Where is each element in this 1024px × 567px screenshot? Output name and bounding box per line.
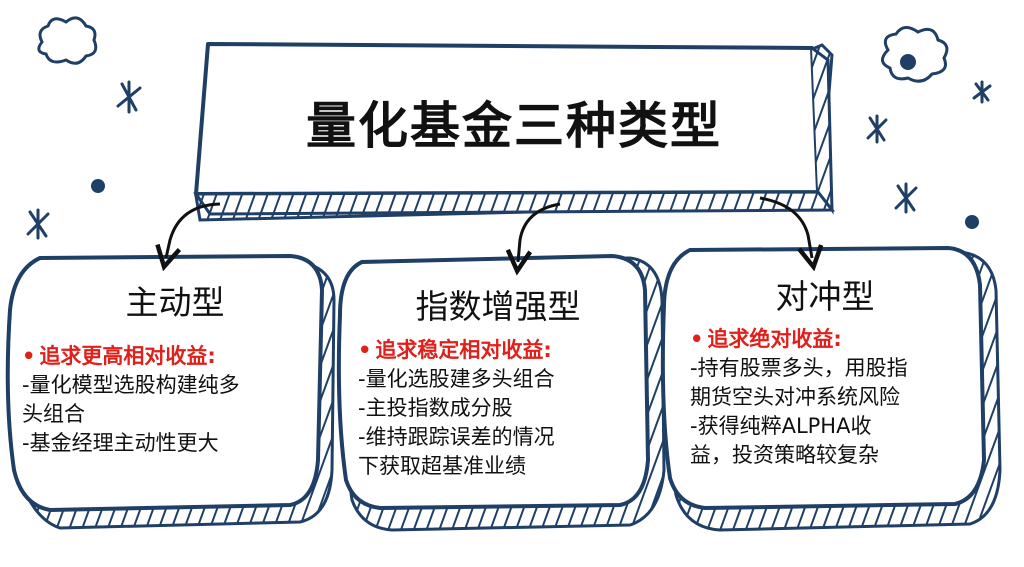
- box-1-line: -基金经理主动性更大: [22, 431, 219, 455]
- bullet-icon: •: [22, 344, 36, 368]
- box-2-line: -量化选股建多头组合: [358, 367, 555, 391]
- box-2-body: •追求稳定相对收益: -量化选股建多头组合 -主投指数成分股 -维持跟踪误差的情…: [358, 336, 633, 481]
- cloud-icon: [881, 26, 949, 83]
- box-1-heading: •追求更高相对收益:: [22, 344, 216, 368]
- star-icon: [894, 182, 918, 214]
- dot-icon: [965, 215, 979, 229]
- box-3-line: 期货空头对冲系统风险: [690, 385, 900, 409]
- title-block: [193, 42, 836, 222]
- box-2-title: 指数增强型: [415, 287, 581, 326]
- star-icon: [866, 114, 888, 144]
- arrow-icon: [759, 196, 812, 258]
- box-3-frame: [660, 245, 1002, 532]
- box-3-line: 益，投资策略较复杂: [690, 443, 879, 467]
- box-2-heading: •追求稳定相对收益:: [358, 338, 552, 362]
- box-2-line: -主投指数成分股: [358, 396, 513, 420]
- box-2-frame: [336, 253, 666, 532]
- box-1-body: •追求更高相对收益: -量化模型选股构建纯多 头组合 -基金经理主动性更大: [22, 342, 320, 458]
- star-icon: [116, 80, 142, 114]
- diagram-title: 量化基金三种类型: [306, 97, 722, 155]
- box-1-line: 头组合: [22, 402, 85, 426]
- star-icon: [26, 208, 50, 240]
- box-2-line: 下获取超基准业绩: [358, 454, 526, 478]
- arrow-icon: [518, 202, 561, 262]
- box-3-title: 对冲型: [775, 277, 875, 316]
- dot-icon: [900, 54, 916, 70]
- arrow-icon: [166, 202, 221, 258]
- box-3-line: -获得纯粹ALPHA收: [690, 414, 872, 438]
- star-icon: [972, 80, 992, 104]
- box-2-line: -维持跟踪误差的情况: [358, 425, 555, 449]
- cloud-icon: [37, 16, 98, 65]
- dot-icon: [91, 179, 105, 193]
- box-3-line: -持有股票多头，用股指: [690, 356, 908, 380]
- box-3-heading: •追求绝对收益:: [690, 327, 842, 351]
- box-1-line: -量化模型选股构建纯多: [22, 373, 240, 397]
- bullet-icon: •: [358, 338, 372, 362]
- box-1-frame: [5, 253, 336, 530]
- bullet-icon: •: [690, 327, 704, 351]
- box-3-body: •追求绝对收益: -持有股票多头，用股指 期货空头对冲系统风险 -获得纯粹ALP…: [690, 325, 980, 470]
- box-1-title: 主动型: [125, 283, 225, 322]
